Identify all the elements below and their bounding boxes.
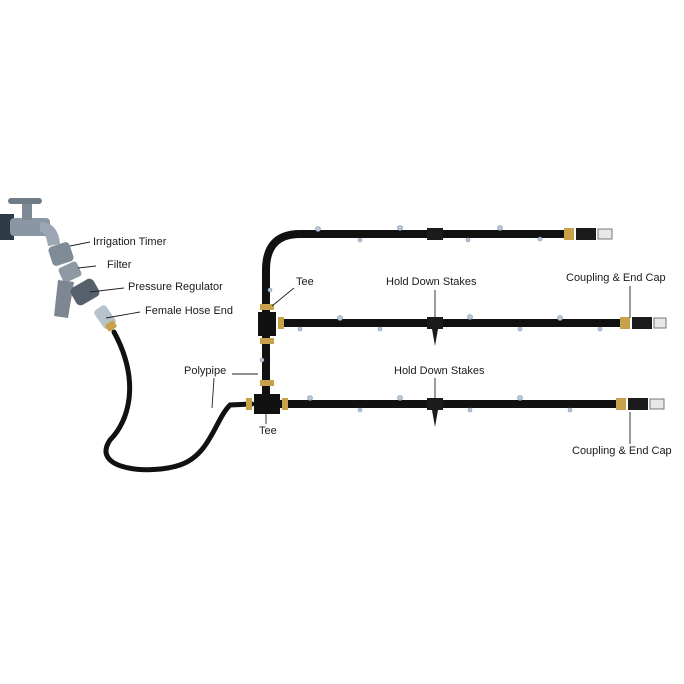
filter-icon xyxy=(54,261,82,318)
leader-lines xyxy=(69,241,631,444)
label-filter: Filter xyxy=(107,259,132,271)
hose-end-icon xyxy=(94,305,117,332)
label-pressure-regulator: Pressure Regulator xyxy=(128,281,223,293)
water-drops xyxy=(259,225,603,413)
tee-fitting-icon xyxy=(246,380,288,414)
label-tee-lower: Tee xyxy=(259,425,277,437)
label-irrigation-timer: Irrigation Timer xyxy=(93,236,167,248)
label-tee-upper: Tee xyxy=(296,276,314,288)
end-cap-icon xyxy=(564,228,667,410)
regulator-icon xyxy=(70,278,100,306)
timer-icon xyxy=(48,242,74,266)
supply-polypipe xyxy=(103,329,255,473)
label-female-hose-end: Female Hose End xyxy=(145,305,234,317)
stake-icon xyxy=(427,228,443,427)
riser-pipe xyxy=(262,230,565,404)
label-polypipe: Polypipe xyxy=(184,365,227,377)
tap-icon xyxy=(0,198,60,246)
tee-fitting-icon xyxy=(258,304,284,344)
label-coupling-end-cap-lower: Coupling & End Cap xyxy=(572,445,672,457)
label-hold-down-stakes-lower: Hold Down Stakes xyxy=(394,365,485,377)
label-coupling-end-cap-upper: Coupling & End Cap xyxy=(566,272,666,284)
label-hold-down-stakes-upper: Hold Down Stakes xyxy=(386,276,477,288)
